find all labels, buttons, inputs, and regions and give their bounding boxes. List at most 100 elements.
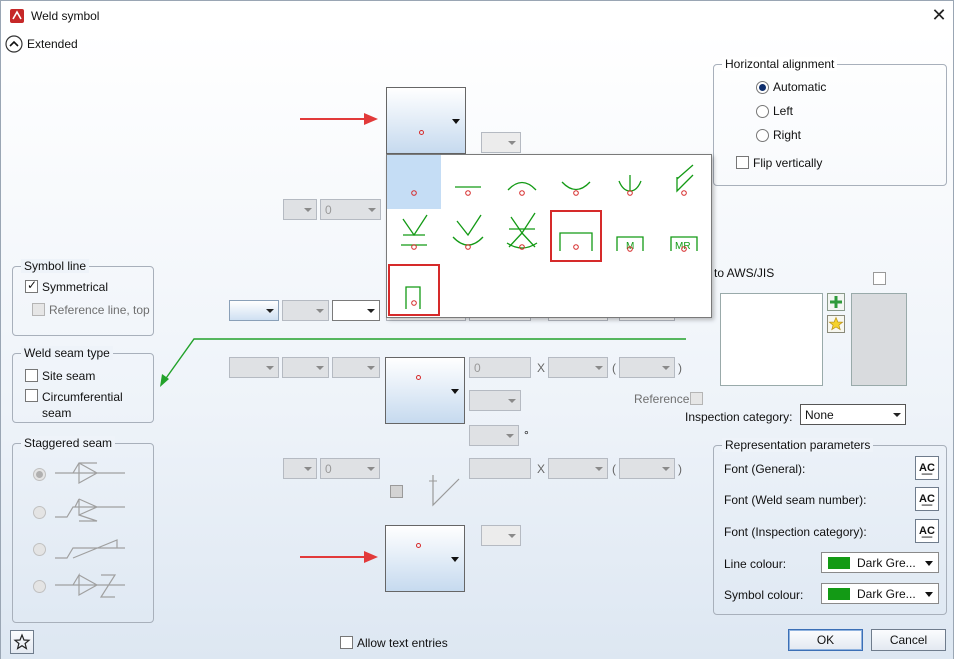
symbol-option-backing-strip[interactable] xyxy=(387,263,441,317)
upper-prefix-combo[interactable] xyxy=(283,199,317,220)
lower-length-combo[interactable] xyxy=(548,458,608,479)
lower-pitch-combo[interactable] xyxy=(619,458,675,479)
mid-combo-2[interactable] xyxy=(282,357,329,378)
weld-mr-icon: MR xyxy=(670,236,698,252)
chevron-down-icon xyxy=(451,388,459,394)
mid-combo-3[interactable] xyxy=(332,357,380,378)
weld-v-double-icon xyxy=(506,212,538,250)
lower-field-1[interactable] xyxy=(469,458,531,479)
symbol-option-square-groove[interactable] xyxy=(549,209,603,263)
line-type-combo[interactable] xyxy=(229,300,279,321)
font-inspection-button[interactable]: A͟C xyxy=(915,519,939,543)
arrow-annotation-icon xyxy=(300,551,378,563)
ok-button[interactable]: OK xyxy=(788,629,863,651)
line-colour-combo[interactable]: Dark Gre... xyxy=(821,552,939,573)
symbol-option-fillet-backing[interactable] xyxy=(657,155,711,209)
font-weld-number-button[interactable]: A͟C xyxy=(915,487,939,511)
symbol-option-vflat[interactable] xyxy=(387,209,441,263)
weld-concave-icon xyxy=(561,181,591,196)
symbol-option-vdouble[interactable] xyxy=(495,209,549,263)
weld-v-convex-icon xyxy=(452,214,484,250)
staggered-zigzag-icon xyxy=(55,572,125,598)
horizontal-alignment-title: Horizontal alignment xyxy=(722,57,838,71)
allow-text-entries-checkbox[interactable] xyxy=(340,636,353,649)
weld-app-icon xyxy=(10,9,24,23)
lower-symbol-selector[interactable] xyxy=(385,525,465,592)
symbol-point-icon xyxy=(416,543,421,548)
weld-backing-strip-icon xyxy=(405,286,421,309)
allow-text-entries-label: Allow text entries xyxy=(357,636,448,650)
line-width-combo[interactable] xyxy=(282,300,329,321)
staggered-option-1-radio[interactable] xyxy=(33,468,46,481)
upper-size-combo[interactable]: 0 xyxy=(320,199,381,220)
mid-prefix-combo[interactable] xyxy=(229,357,279,378)
symbol-option-mr[interactable]: MR xyxy=(657,209,711,263)
staggered-option-3-radio[interactable] xyxy=(33,543,46,556)
font-general-button[interactable]: A͟C xyxy=(915,456,939,480)
add-icon[interactable] xyxy=(827,293,845,311)
degree-symbol: ° xyxy=(524,428,529,442)
symbol-option-none[interactable] xyxy=(387,155,441,209)
mid-size-field[interactable]: 0 xyxy=(469,357,531,378)
symmetrical-checkbox[interactable] xyxy=(25,278,38,293)
symbol-colour-combo[interactable]: Dark Gre... xyxy=(821,583,939,604)
staggered-seam-title: Staggered seam xyxy=(21,436,116,450)
lower-prefix-combo[interactable] xyxy=(283,458,317,479)
weld-v-flat-icon xyxy=(401,214,428,250)
weld-seam-type-title: Weld seam type xyxy=(21,346,113,360)
staggered-option-4-radio[interactable] xyxy=(33,580,46,593)
symbol-option-toe[interactable] xyxy=(603,155,657,209)
mid-paren-open: ( xyxy=(612,361,616,375)
weld-m-icon: M xyxy=(616,236,644,252)
lower-paren-close: ) xyxy=(678,462,682,476)
reference-line-indicator xyxy=(160,338,686,387)
staggered-chain-icon xyxy=(55,498,125,522)
star-outline-icon xyxy=(13,633,31,650)
radio-right[interactable] xyxy=(756,129,769,142)
weld-symbol-dropdown: M MR xyxy=(386,154,712,318)
horizontal-alignment-group: Horizontal alignment xyxy=(713,57,947,186)
font-icon: A͟C xyxy=(919,462,935,474)
middle-symbol-selector[interactable] xyxy=(385,357,465,424)
close-icon[interactable]: ✕ xyxy=(931,5,947,25)
symbol-line-group: Symbol line xyxy=(12,259,154,336)
site-seam-checkbox[interactable] xyxy=(25,369,38,382)
inspection-category-combo[interactable]: None xyxy=(800,404,906,425)
symbol-point-icon xyxy=(419,130,424,135)
symbol-point-icon xyxy=(416,375,421,380)
symbol-option-convex[interactable] xyxy=(495,155,549,209)
line-style-combo[interactable] xyxy=(332,300,380,321)
symmetrical-label: Symmetrical xyxy=(42,280,109,294)
reference-line-top-checkbox[interactable] xyxy=(32,303,45,316)
lower-suffix-combo[interactable] xyxy=(481,525,521,546)
radio-automatic[interactable] xyxy=(756,81,769,94)
symbol-option-m[interactable]: M xyxy=(603,209,657,263)
symbol-list[interactable] xyxy=(720,293,823,386)
cancel-button[interactable]: Cancel xyxy=(871,629,946,651)
favorite-star-icon[interactable] xyxy=(827,315,845,333)
staggered-option-2-radio[interactable] xyxy=(33,506,46,519)
mid-extra-combo[interactable] xyxy=(469,390,521,411)
symbol-option-concave[interactable] xyxy=(549,155,603,209)
upper-symbol-selector[interactable] xyxy=(386,87,466,154)
flip-vertically-checkbox[interactable] xyxy=(736,156,749,169)
reference-label: Reference xyxy=(634,392,690,406)
reference-checkbox[interactable] xyxy=(690,392,703,405)
upper-suffix-combo[interactable] xyxy=(481,132,521,153)
radio-left[interactable] xyxy=(756,105,769,118)
chevron-down-icon xyxy=(452,118,460,124)
lower-option-checkbox[interactable] xyxy=(390,485,403,498)
aws-checkbox[interactable] xyxy=(873,272,886,285)
fillet-weld-preview-icon xyxy=(429,475,460,507)
symbol-option-flat[interactable] xyxy=(441,155,495,209)
mid-length-combo[interactable] xyxy=(548,357,608,378)
flip-vertically-label: Flip vertically xyxy=(753,156,823,170)
mid-angle-combo[interactable] xyxy=(469,425,519,446)
circumferential-seam-checkbox[interactable] xyxy=(25,389,38,402)
mid-pitch-combo[interactable] xyxy=(619,357,675,378)
lower-size-combo[interactable]: 0 xyxy=(320,458,380,479)
mid-paren-close: ) xyxy=(678,361,682,375)
symbol-option-vconvex[interactable] xyxy=(441,209,495,263)
favorites-button[interactable] xyxy=(10,630,34,654)
collapse-chevron-icon[interactable] xyxy=(5,35,23,53)
